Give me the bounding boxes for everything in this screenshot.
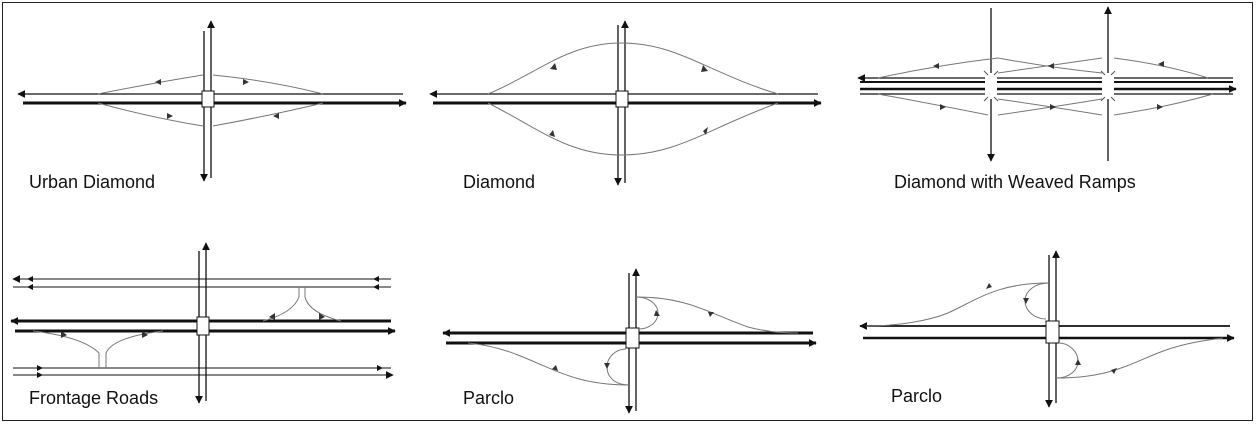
direction-arrow — [550, 63, 557, 70]
direction-arrow — [243, 79, 249, 85]
direction-arrow — [167, 113, 173, 119]
frontage-roads-diagram — [10, 242, 396, 404]
urban-diamond-diagram — [17, 20, 407, 182]
direction-arrow — [155, 79, 161, 85]
direction-arrow — [1157, 104, 1163, 110]
loop-ramp — [606, 348, 630, 386]
direction-arrow — [373, 276, 379, 282]
panel-caption: Diamond — [463, 172, 536, 192]
panel-caption: Parclo — [891, 386, 943, 406]
direction-arrow — [986, 283, 992, 289]
direction-arrow — [1075, 359, 1081, 365]
ramp — [620, 42, 779, 95]
direction-arrow — [1050, 104, 1056, 110]
direction-arrow — [604, 363, 610, 369]
panel-caption: Parclo — [463, 388, 515, 408]
ramp — [212, 102, 324, 127]
parclo-diagram-1 — [442, 268, 817, 414]
direction-arrow — [373, 284, 379, 290]
direction-arrow — [1111, 368, 1117, 374]
direction-arrow — [552, 365, 558, 371]
direction-arrow — [940, 104, 946, 110]
ramp — [1100, 70, 1116, 102]
ramp — [262, 287, 342, 322]
ramp — [1113, 93, 1214, 116]
direction-arrow — [61, 331, 67, 338]
direction-arrow — [654, 310, 660, 316]
loop-ramp — [635, 296, 659, 330]
direction-arrow — [701, 65, 708, 72]
panel-caption: Diamond with Weaved Ramps — [894, 172, 1136, 192]
direction-arrow — [273, 113, 279, 119]
direction-arrow — [37, 372, 43, 378]
diamond-weaved-ramps-diagram — [857, 6, 1237, 162]
direction-arrow — [319, 313, 325, 320]
interchange-node — [615, 90, 629, 108]
loop-ramp — [1055, 342, 1079, 379]
direction-arrow — [37, 365, 43, 371]
direction-arrow — [933, 63, 939, 69]
loop-ramp — [1024, 282, 1050, 320]
panel-caption: Urban Diamond — [29, 172, 156, 192]
direction-arrow — [1023, 298, 1029, 304]
ramp — [97, 102, 204, 127]
ramp — [467, 342, 630, 386]
direction-arrow — [708, 312, 714, 317]
panel-caption: Frontage Roads — [29, 388, 159, 408]
ramp — [877, 93, 989, 116]
direction-arrow — [269, 313, 275, 320]
ramp — [1113, 57, 1209, 79]
interchange-node — [1102, 73, 1114, 99]
diamond-diagram — [429, 20, 822, 186]
ramp — [635, 296, 799, 334]
interchange-node — [196, 316, 210, 336]
ramp — [865, 282, 1050, 327]
direction-arrow — [27, 284, 33, 290]
ramp — [1055, 337, 1224, 379]
interchange-node — [985, 73, 997, 99]
interchange-node — [1045, 320, 1060, 344]
direction-arrow — [142, 331, 148, 338]
ramp — [487, 102, 622, 156]
ramp — [32, 330, 164, 368]
direction-arrow — [377, 365, 383, 371]
parclo-diagram-2 — [859, 250, 1235, 408]
interchange-node — [201, 90, 215, 108]
direction-arrow — [1158, 61, 1164, 67]
ramp — [983, 70, 999, 102]
direction-arrow — [549, 130, 555, 137]
ramp — [97, 74, 204, 95]
direction-arrow — [1048, 63, 1054, 69]
ramp — [487, 42, 622, 95]
direction-arrow — [703, 127, 708, 135]
direction-arrow — [27, 276, 33, 282]
interchange-node — [625, 327, 640, 349]
ramp — [212, 74, 324, 95]
ramp — [620, 102, 779, 156]
